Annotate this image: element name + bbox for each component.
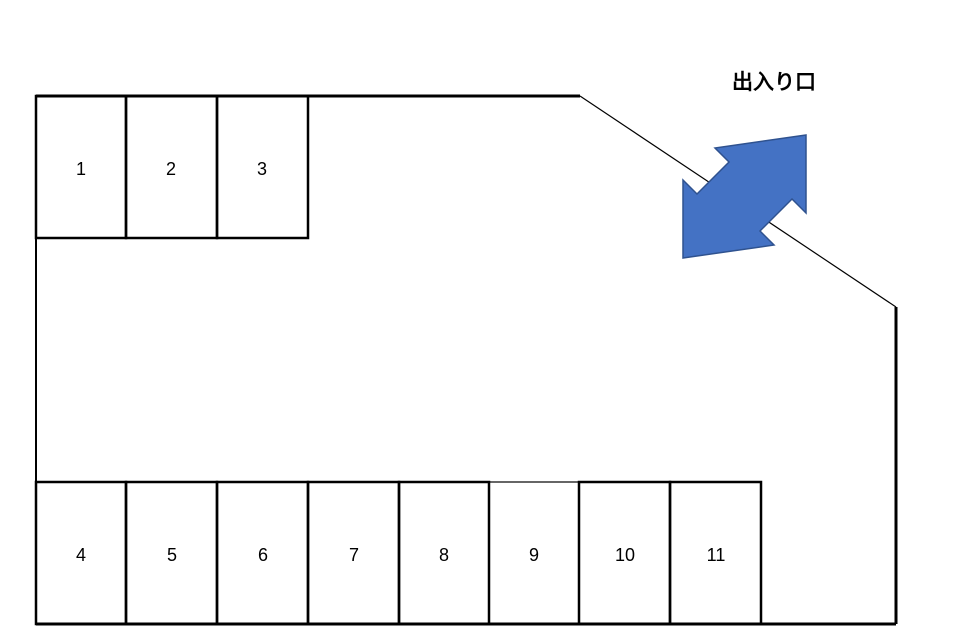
bottom-row-labels: 4 5 6 7 8 9 10 11 <box>76 545 725 565</box>
stall-label-6: 6 <box>258 545 268 565</box>
stall-label-8: 8 <box>439 545 449 565</box>
stall-label-2: 2 <box>166 159 176 179</box>
entrance-label: 出入り口 <box>732 70 816 94</box>
bottom-row-stalls <box>34 480 763 626</box>
stall-label-9: 9 <box>529 545 539 565</box>
stall-label-1: 1 <box>76 159 86 179</box>
double-headed-arrow-icon <box>682 134 807 259</box>
stall-label-4: 4 <box>76 545 86 565</box>
stall-label-3: 3 <box>257 159 267 179</box>
stall-label-11: 11 <box>707 545 726 565</box>
top-row-stalls <box>34 94 310 240</box>
stall-label-7: 7 <box>349 545 359 565</box>
stall-3 <box>215 94 310 240</box>
stall-11 <box>668 480 763 626</box>
stall-label-5: 5 <box>167 545 177 565</box>
top-row-labels: 1 2 3 <box>76 159 267 179</box>
stall-label-10: 10 <box>615 545 635 565</box>
